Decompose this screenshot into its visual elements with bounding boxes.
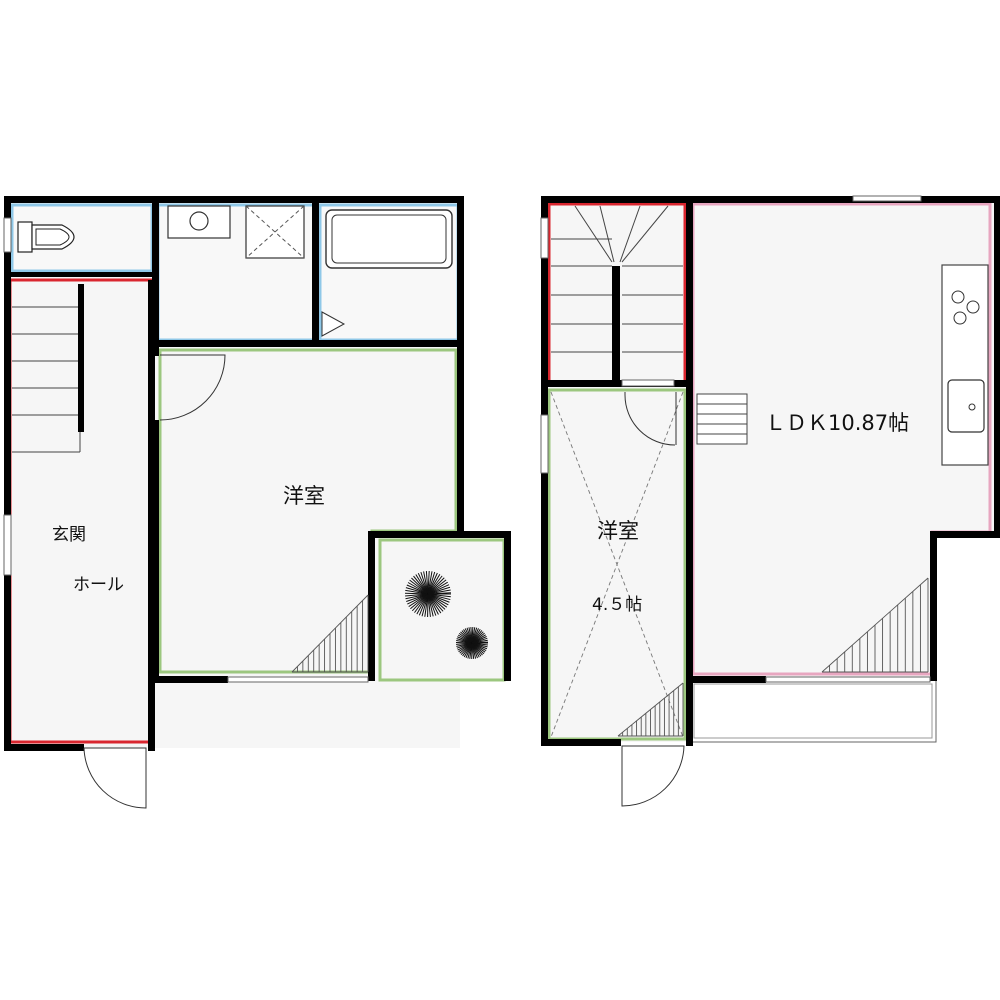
plant-icon [455,626,489,660]
garden-area [378,538,506,682]
western-room-2f-size: 4.５帖 [592,595,642,615]
hall-label: ホール [73,575,124,595]
western-room-2f-label: 洋室 [597,519,639,543]
entrance-label: 玄関 [52,525,86,545]
bath-door-icon [321,311,346,337]
bathroom [318,203,460,342]
sink-icon [947,379,985,433]
ldk-label: ＬＤＫ10.87帖 [765,411,909,435]
balcony [689,679,937,743]
walls-1f [4,196,511,751]
washing-machine-icon [245,205,305,259]
windows-1f [3,217,369,683]
wash-basin-icon [167,205,231,239]
stove-icon [951,290,980,325]
western-room-1f: 洋室 [158,348,458,674]
first-floor: 玄関 ホール 洋室 [3,196,511,809]
stairs-icon [551,205,683,353]
toilet-icon [17,221,75,253]
entry-door-icon [83,747,147,809]
stairs-icon [12,306,81,453]
plant-icon [404,571,451,618]
stairs-icon [696,393,748,445]
bathtub-icon [325,209,453,269]
western-room-2f: 洋室 4.５帖 [547,388,687,741]
closet-hatching [821,577,929,673]
washroom [156,203,316,342]
ldk-room: ＬＤＫ10.87帖 [691,202,992,676]
door-swing-icon [621,745,685,807]
closet-hatching [617,682,684,737]
kitchen-counter [941,264,989,466]
second-floor: 洋室 4.５帖 [540,195,1000,807]
toilet-room [10,203,154,273]
closet-hatching [291,594,369,673]
windows-2f [540,195,931,683]
door-swing-icon [624,392,677,446]
western-room-1f-label: 洋室 [283,484,325,508]
door-swing-icon [159,354,226,421]
